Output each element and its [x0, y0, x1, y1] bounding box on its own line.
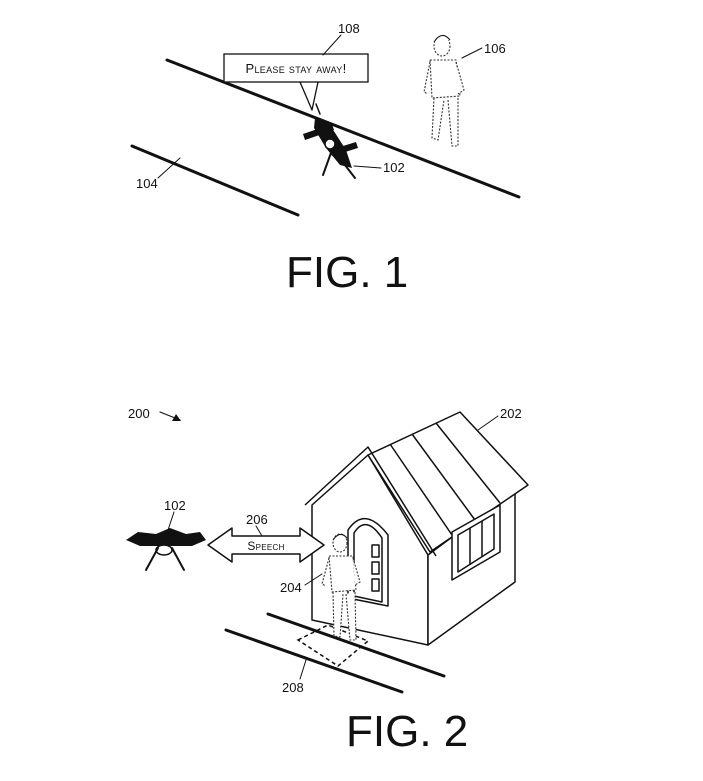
figure-1-caption: FIG. 1 — [286, 248, 408, 297]
leader-206 — [255, 525, 263, 537]
roof-line-2 — [411, 433, 476, 521]
drone-fig2-leg-1 — [145, 547, 159, 571]
drone-fig2-body — [126, 528, 206, 546]
door-pane-1 — [371, 544, 380, 558]
person-204 — [321, 533, 361, 641]
figure-2-caption: FIG. 2 — [346, 707, 468, 756]
ref-label-102-fig1: 102 — [383, 160, 405, 175]
leader-204 — [304, 573, 323, 586]
walkway-edge-2 — [224, 628, 404, 694]
ref-label-202: 202 — [500, 406, 522, 421]
figure-1: Please stay away! 108 102 106 — [130, 21, 521, 297]
figure-2: 200 202 — [126, 406, 529, 756]
drone-fig2-leg-2 — [171, 547, 185, 571]
drone-leg-1 — [322, 149, 333, 176]
ref-label-200: 200 — [128, 406, 150, 421]
road-edge-upper — [165, 58, 521, 199]
ref-label-106: 106 — [484, 41, 506, 56]
drone-102 — [303, 103, 358, 179]
zone-208 — [296, 624, 370, 667]
door-pane-3 — [371, 578, 380, 592]
walkway-edge-1 — [266, 612, 446, 678]
double-arrow-206: Speech — [207, 527, 325, 563]
drone-fig2-camera — [155, 544, 173, 556]
road-edge-lower-104 — [130, 144, 300, 217]
person-204-torso — [328, 555, 357, 593]
speech-bubble-108: Please stay away! — [223, 53, 369, 111]
drone-camera — [324, 138, 336, 150]
person-106-arm-right — [455, 61, 465, 95]
leader-102-fig1 — [353, 165, 382, 169]
leader-108 — [322, 34, 342, 56]
ref-label-206: 206 — [246, 512, 268, 527]
ref-label-102-fig2: 102 — [164, 498, 186, 513]
leader-106 — [461, 47, 483, 59]
double-arrow-shape — [207, 527, 325, 563]
ref-label-204: 204 — [280, 580, 302, 595]
house-roof-front-edge — [304, 446, 437, 557]
person-106-arm-left — [423, 61, 431, 95]
drone-leg-2 — [337, 155, 356, 179]
person-204-leg-right — [345, 591, 357, 641]
speech-bubble-box — [223, 53, 369, 83]
person-106 — [423, 34, 465, 147]
ref-label-208: 208 — [282, 680, 304, 695]
drone-rotor-left — [303, 124, 334, 140]
leader-104 — [157, 157, 181, 179]
roof-line-1 — [389, 443, 453, 536]
person-204-arm-right — [352, 557, 361, 586]
drone-antenna — [315, 103, 321, 115]
ref-label-108: 108 — [338, 21, 360, 36]
person-106-leg-left — [431, 97, 445, 141]
roof-line-3 — [435, 422, 501, 504]
leader-202 — [477, 415, 499, 431]
speech-bubble-text: Please stay away! — [246, 61, 347, 76]
door-pane-2 — [371, 561, 380, 575]
person-204-hair — [332, 533, 348, 541]
leader-208 — [299, 659, 307, 680]
double-arrow-label: Speech — [247, 539, 284, 553]
ref-label-104: 104 — [136, 176, 158, 191]
person-106-hair — [433, 34, 451, 43]
drone-102-fig2 — [126, 528, 206, 571]
arrow-200-head — [172, 414, 181, 421]
person-204-leg-left — [332, 591, 344, 638]
person-204-arm-left — [321, 557, 330, 587]
person-106-torso — [429, 59, 461, 99]
drone-rotor-right — [330, 142, 358, 156]
speech-bubble-pointer — [299, 81, 319, 111]
person-106-leg-right — [447, 98, 459, 147]
leader-102-fig2 — [167, 511, 175, 531]
